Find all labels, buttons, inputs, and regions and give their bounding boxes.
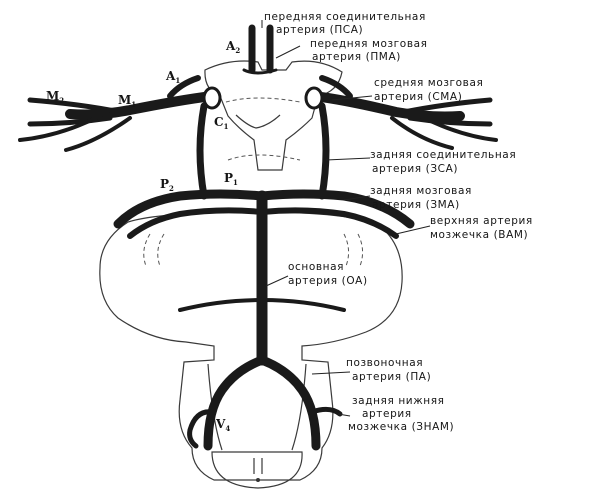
seg-a1-label: A1	[165, 69, 180, 85]
seg-m2-label: M2	[46, 89, 64, 105]
seg-p2-label: P2	[160, 177, 174, 193]
label-znam: задняя нижняя артерия мозжечка (ЗНАМ)	[348, 395, 454, 433]
label-vam: верхняя артерия мозжечка (ВАМ)	[430, 215, 537, 241]
label-psa: передняя соединительная артерия (ПСА)	[264, 11, 430, 36]
pcom-left	[200, 106, 204, 196]
label-zma: задняя мозговая артерия (ЗМА)	[370, 185, 476, 211]
label-sma: средняя мозговая артерия (СМА)	[374, 77, 487, 103]
seg-m1-label: M1	[118, 93, 136, 109]
seg-a2-label: A2	[225, 39, 240, 55]
mca-left-branch-3	[20, 116, 100, 140]
pica-right	[312, 409, 340, 414]
label-pa: позвоночная артерия (ПА)	[346, 357, 431, 383]
pontine-branch-left	[180, 300, 262, 310]
seg-c1-label: C1	[214, 115, 229, 131]
sca-right	[262, 210, 396, 236]
pcom-right	[322, 106, 326, 196]
anterior-communicating-artery	[244, 70, 276, 73]
vertebral-left	[208, 360, 262, 446]
seg-p1-label: P1	[224, 171, 238, 187]
label-pma: передняя мозговая артерия (ПМА)	[310, 38, 432, 63]
vertebral-right	[262, 360, 316, 446]
label-zsa: задняя соединительная артерия (ЗСА)	[370, 149, 520, 175]
pontine-branch-right	[262, 300, 344, 310]
seg-v4-label: V4	[215, 417, 230, 433]
sca-left	[130, 210, 262, 236]
label-oa: основная артерия (ОА)	[288, 261, 368, 287]
